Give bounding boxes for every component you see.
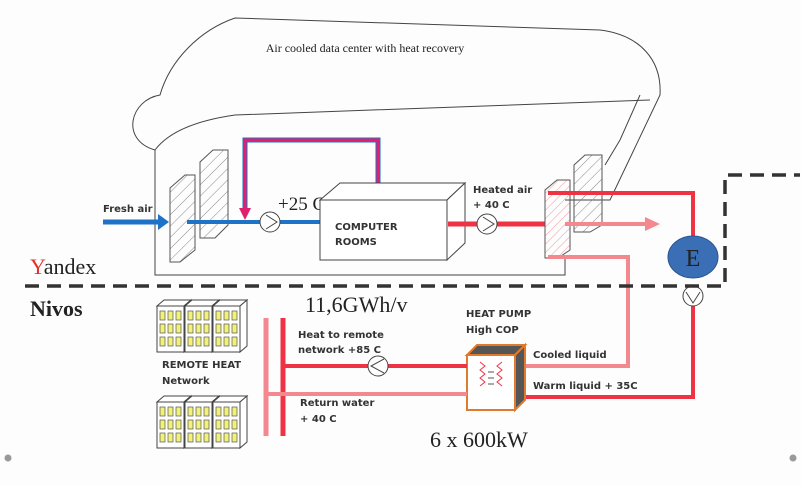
heat-pump-box	[464, 342, 528, 413]
heat-to-remote-label: Heat to remote	[298, 330, 384, 341]
diagram-title: Air cooled data center with heat recover…	[266, 41, 465, 55]
recirculation-loop	[239, 137, 381, 220]
computer-rooms-label-2: ROOMS	[335, 237, 377, 248]
annual-energy-label: 11,6GWh/v	[305, 292, 407, 317]
remote-heat-network-label: Network	[162, 376, 210, 387]
warm-liquid-label: Warm liquid + 35C	[533, 381, 638, 392]
heated-air-temp: + 40 C	[473, 200, 510, 211]
data-center-building	[132, 17, 661, 276]
hot-liquid-loop	[525, 191, 695, 399]
remote-heat-label: REMOTE HEAT	[162, 360, 241, 371]
capacity-label: 6 x 600kW	[430, 427, 528, 452]
slide-dot	[4, 454, 12, 462]
fresh-air-arrow	[103, 214, 169, 230]
pump-icon	[367, 355, 389, 377]
yandex-label: Yandex	[30, 254, 96, 279]
air-filter	[169, 149, 229, 263]
fresh-air-label: Fresh air	[103, 204, 153, 215]
fan-icon	[259, 211, 281, 233]
nivos-label: Nivos	[30, 296, 83, 321]
building-icon	[211, 298, 249, 354]
computer-rooms-box	[318, 181, 467, 262]
company-boundary-line	[25, 173, 800, 288]
exchanger-e-icon: E	[667, 235, 719, 279]
heat-to-remote-temp: network +85 C	[298, 345, 381, 356]
heated-air-label: Heated air	[473, 185, 532, 196]
cooled-liquid-label: Cooled liquid	[533, 350, 607, 361]
slide-dot	[789, 454, 797, 462]
building-icon	[211, 394, 249, 450]
return-water-label: Return water	[300, 398, 374, 409]
heat-pump-cop-label: High COP	[466, 325, 519, 336]
computer-rooms-label: COMPUTER	[335, 222, 398, 233]
remote-buildings	[155, 298, 249, 450]
pump-icon	[682, 285, 704, 307]
supply-temp-label: +25 C	[278, 194, 325, 215]
heat-pump-label: HEAT PUMP	[466, 309, 531, 320]
return-water-temp: + 40 C	[300, 414, 337, 425]
fan-icon	[476, 213, 498, 235]
svg-text:E: E	[686, 246, 701, 272]
air-liquid-heat-exchanger	[544, 154, 603, 259]
